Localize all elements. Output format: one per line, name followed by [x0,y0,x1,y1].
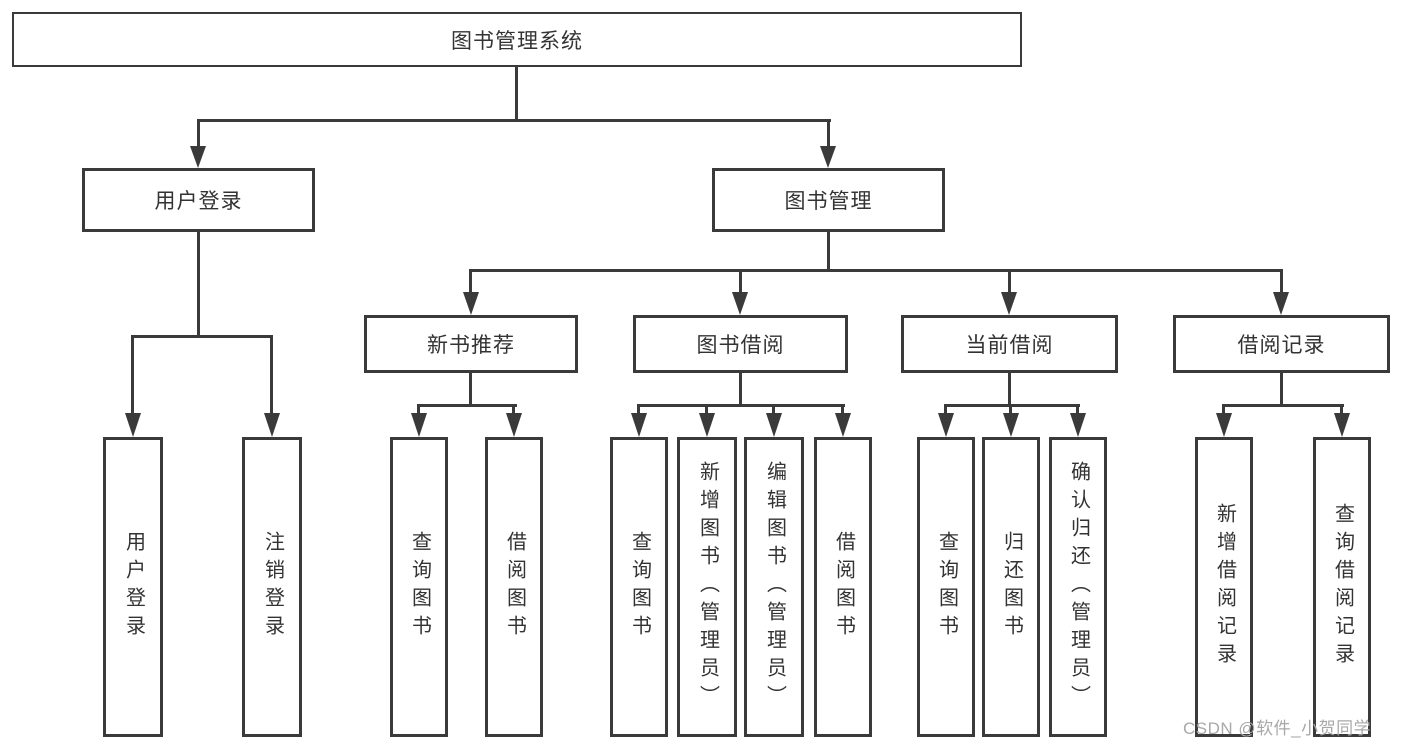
node-label: 图书借阅 [696,334,785,357]
leaf-label: 查询图书 [628,531,651,643]
connector-line [1280,269,1283,293]
node-label: 图书管理系统 [451,29,583,53]
node-label: 借阅记录 [1237,334,1326,357]
arrowhead-down-icon [190,146,206,168]
leaf-label: 查询借阅记录 [1331,503,1354,671]
leaf-query-borrow-record: 查询借阅记录 [1313,437,1371,737]
connector-line [469,269,472,293]
arrowhead-down-icon [1216,413,1232,437]
node-borrowing-records: 借阅记录 [1173,315,1390,373]
connector-line [1008,269,1011,293]
leaf-label: 借阅图书 [832,531,855,643]
connector-line [1009,404,1012,414]
arrowhead-down-icon [699,413,715,437]
arrowhead-down-icon [835,413,851,437]
arrowhead-down-icon [264,413,280,437]
node-label: 新书推荐 [427,334,515,357]
connector-line [270,335,273,413]
connector-line [944,404,1080,407]
leaf-add-borrow-record: 新增借阅记录 [1195,437,1253,737]
connector-line [515,67,518,120]
connector-line [197,230,200,337]
leaf-label: 查询图书 [408,531,431,643]
leaf-return-books: 归还图书 [982,437,1040,737]
connector-line [1280,372,1283,405]
connector-line [131,335,273,338]
leaf-logout: 注销登录 [242,437,302,737]
connector-line [1222,404,1225,414]
arrowhead-down-icon [631,413,647,437]
leaf-edit-books-admin: 编辑图书（管理员） [744,437,804,737]
connector-line [1222,404,1344,407]
connector-line [772,404,775,414]
leaf-label: 新增借阅记录 [1213,503,1236,671]
node-new-book-recommendation: 新书推荐 [364,315,578,373]
connector-line [827,231,830,271]
leaf-add-books-admin: 新增图书（管理员） [677,437,737,737]
leaf-label: 归还图书 [1000,531,1023,643]
leaf-label: 编辑图书（管理员） [763,461,786,713]
leaf-confirm-return-admin: 确认归还（管理员） [1049,437,1107,737]
connector-line [417,404,420,414]
node-label: 用户登录 [154,190,243,213]
arrowhead-down-icon [1003,413,1019,437]
arrowhead-down-icon [766,413,782,437]
connector-line [197,119,200,148]
arrowhead-down-icon [732,292,748,315]
connector-line [637,404,640,414]
connector-line [469,372,472,405]
arrowhead-down-icon [938,413,954,437]
arrowhead-down-icon [506,413,522,437]
leaf-query-books-borrowing: 查询图书 [610,437,668,737]
connector-line [469,269,1283,272]
arrowhead-down-icon [1334,413,1350,437]
connector-line [739,372,742,405]
connector-line [512,404,515,414]
leaf-label: 注销登录 [261,531,284,643]
leaf-borrow-books: 借阅图书 [814,437,872,737]
node-current-borrowing: 当前借阅 [901,315,1118,373]
leaf-query-books-current: 查询图书 [917,437,975,737]
connector-line [944,404,947,414]
leaf-label: 用户登录 [122,531,145,643]
connector-line [197,119,831,122]
leaf-label: 查询图书 [935,531,958,643]
arrowhead-down-icon [1273,292,1289,315]
node-user-login-branch: 用户登录 [82,168,315,232]
arrowhead-down-icon [1001,292,1017,315]
leaf-query-books-recommend: 查询图书 [390,437,448,737]
node-library-management-system: 图书管理系统 [12,12,1022,67]
leaf-borrow-books-recommend: 借阅图书 [485,437,543,737]
node-book-borrowing: 图书借阅 [633,315,848,373]
connector-line [637,404,845,407]
leaf-user-login: 用户登录 [103,437,163,737]
node-label: 图书管理 [784,190,873,213]
connector-line [1340,404,1343,414]
node-label: 当前借阅 [965,334,1054,357]
connector-line [1008,372,1011,405]
arrowhead-down-icon [125,413,141,437]
connector-line [827,119,830,148]
arrowhead-down-icon [411,413,427,437]
arrowhead-down-icon [463,292,479,315]
connector-line [417,404,517,407]
connector-line [841,404,844,414]
leaf-label: 确认归还（管理员） [1067,461,1090,713]
leaf-label: 新增图书（管理员） [696,461,719,713]
arrowhead-down-icon [1070,413,1086,437]
connector-line [131,335,134,413]
connector-line [705,404,708,414]
arrowhead-down-icon [820,146,836,168]
connector-line [1076,404,1079,414]
leaf-label: 借阅图书 [503,531,526,643]
node-book-management-branch: 图书管理 [712,168,945,232]
csdn-watermark: CSDN @软件_小贺同学 [1183,719,1372,738]
connector-line [739,269,742,293]
